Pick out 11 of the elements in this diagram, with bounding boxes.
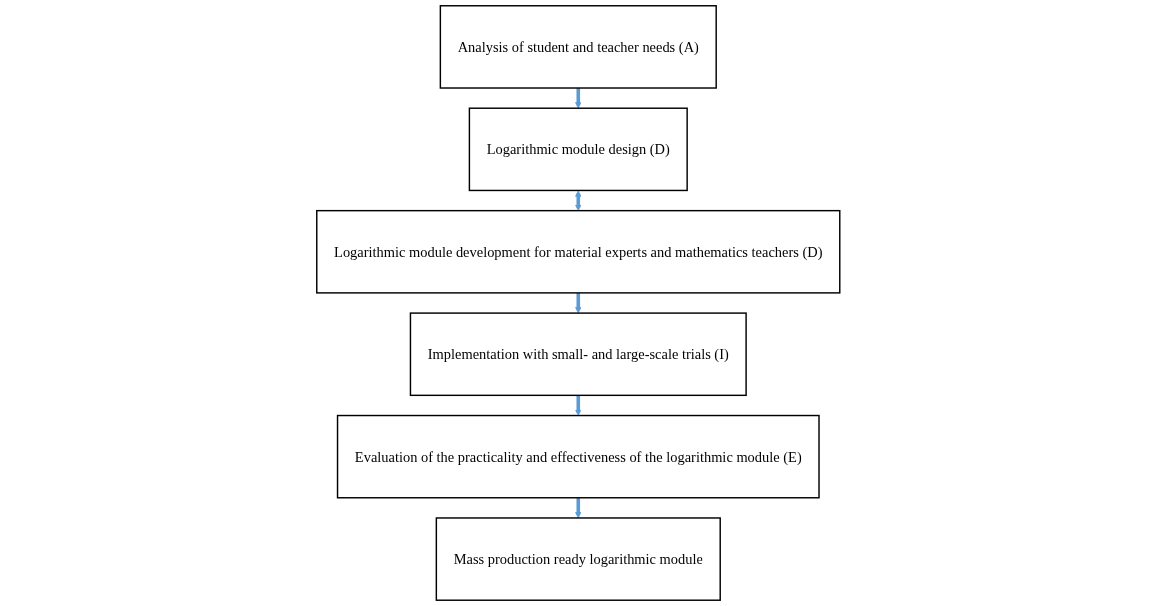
arrow: [574, 497, 582, 519]
node-box: Evaluation of the practicality and effectiveness of the logarithmic module (E): [336, 414, 820, 499]
node-box: Logarithmic module design (D): [468, 107, 688, 192]
arrow: [574, 395, 582, 416]
arrow: [574, 190, 582, 211]
arrow: [574, 87, 582, 109]
node-box: Mass production ready logarithmic module: [435, 517, 721, 601]
node-box: Analysis of student and teacher needs (A): [439, 5, 717, 89]
node-box: Logarithmic module development for material experts and mathematics teachers (D): [315, 209, 841, 294]
arrow: [574, 292, 582, 314]
node-box: Implementation with small- and large-scale trials (I): [409, 312, 747, 397]
